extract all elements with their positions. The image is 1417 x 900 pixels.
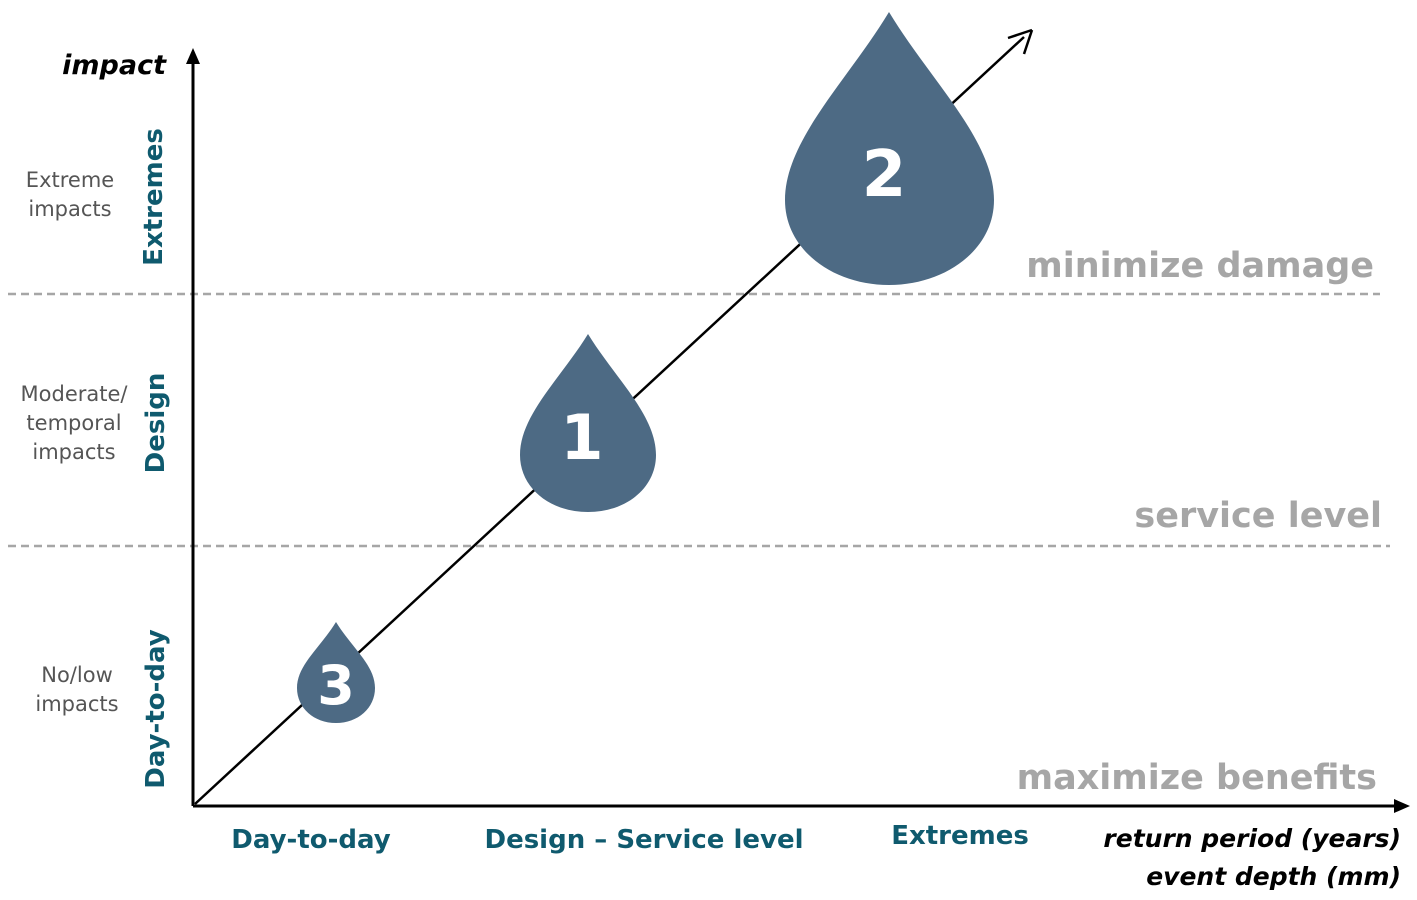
drop-3-shape (297, 622, 375, 723)
impact-label-low: No/low impacts (35, 663, 118, 716)
drop-1: 1 (520, 334, 656, 512)
x-axis-label-line-2: event depth (mm) (1146, 862, 1401, 891)
impact-extreme-line-2: impacts (28, 197, 111, 221)
goal-service-level: service level (1134, 496, 1382, 536)
impact-moderate-line-1: Moderate/ (21, 382, 129, 406)
drop-2-shape (785, 12, 994, 285)
zone-label-day-to-day-horizontal: Day-to-day (231, 825, 391, 855)
impact-moderate-line-3: impacts (32, 440, 115, 464)
x-axis-arrowhead (1394, 799, 1410, 813)
trend-arrowhead (1007, 28, 1034, 55)
zone-label-day-to-day-vertical: Day-to-day (141, 629, 171, 789)
impact-extreme-line-1: Extreme (26, 168, 114, 192)
drop-1-number: 1 (560, 401, 603, 474)
y-axis-arrowhead (186, 48, 200, 64)
impact-low-line-2: impacts (35, 692, 118, 716)
zone-label-extremes-horizontal: Extremes (891, 821, 1029, 851)
zone-label-extremes-vertical: Extremes (139, 128, 169, 266)
drop-2-number: 2 (862, 138, 907, 212)
goal-minimize-damage: minimize damage (1026, 246, 1374, 286)
goal-maximize-benefits: maximize benefits (1017, 758, 1377, 798)
impact-label-moderate: Moderate/ temporal impacts (21, 382, 129, 464)
y-axis-label: impact (62, 50, 167, 81)
drop-2: 2 (785, 12, 994, 285)
impact-label-extreme: Extreme impacts (26, 168, 114, 221)
impact-moderate-line-2: temporal (26, 411, 121, 435)
drop-3-number: 3 (317, 654, 355, 717)
drop-1-shape (520, 334, 656, 512)
x-axis-label-line-1: return period (years) (1103, 824, 1401, 853)
zone-label-design-horizontal: Design – Service level (484, 825, 803, 855)
drop-3: 3 (297, 622, 375, 723)
impact-low-line-1: No/low (41, 663, 113, 687)
zone-label-design-vertical: Design (141, 373, 171, 474)
